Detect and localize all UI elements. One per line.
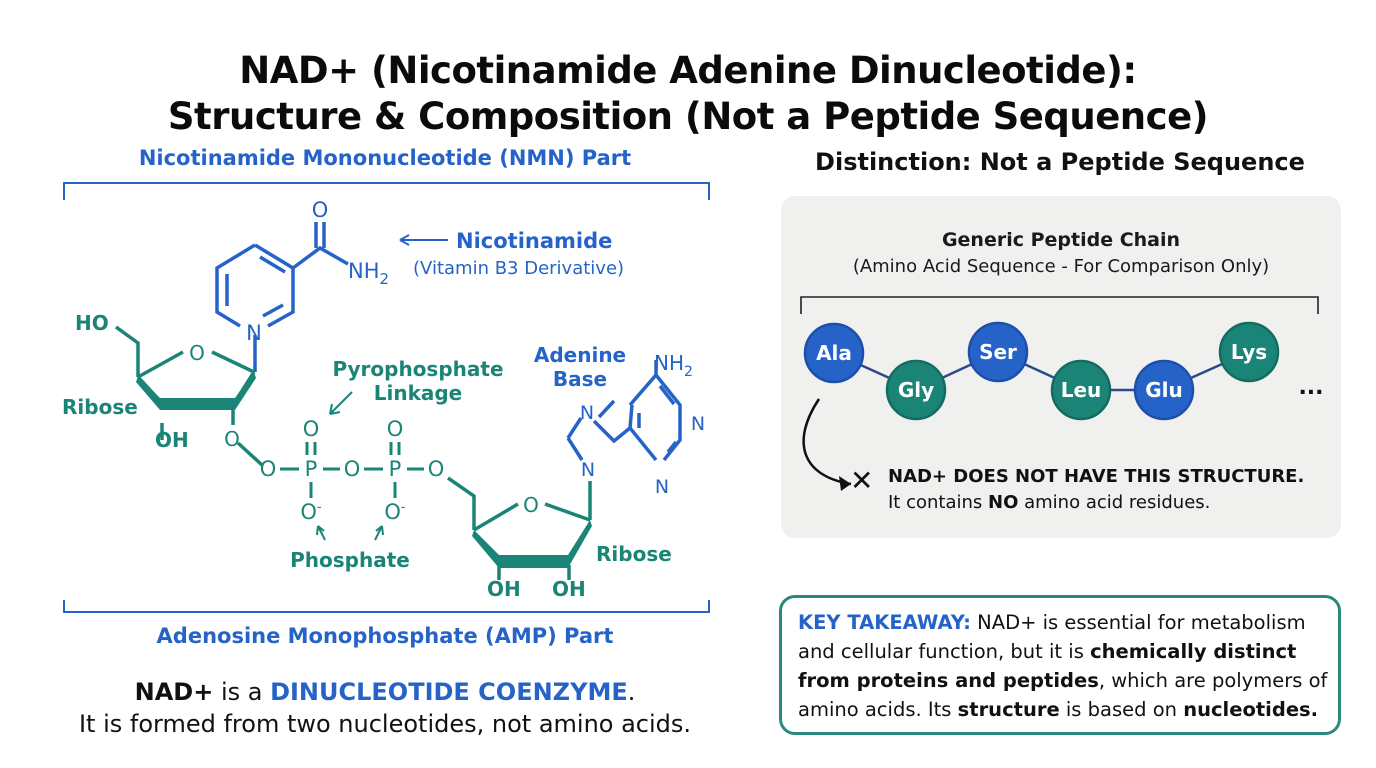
adenine-n1: N <box>691 413 705 435</box>
ribose-right-label: Ribose <box>596 542 672 566</box>
peptide-chain-title: Generic Peptide Chain <box>941 229 1181 251</box>
distinction-title: Distinction: Not a Peptide Sequence <box>815 148 1305 176</box>
oh-right-1: OH <box>487 577 521 601</box>
key-takeaway-box <box>779 595 1341 735</box>
bridge-o-1: O <box>260 457 277 481</box>
summary-text: NAD+ is a DINUCLEOTIDE COENZYME. It is f… <box>20 676 750 740</box>
peptide-bracket <box>800 296 1319 314</box>
phosphate-label: Phosphate <box>290 548 410 572</box>
key-takeaway-text: KEY TAKEAWAY: NAD+ is essential for meta… <box>798 611 1328 721</box>
curved-arrow <box>802 398 852 486</box>
ribose-right-ring-o: O <box>523 493 539 517</box>
peptide-chain-subtitle: (Amino Acid Sequence - For Comparison On… <box>852 256 1270 277</box>
residue-circle <box>1133 359 1195 421</box>
residue-leu: Leu <box>1050 359 1112 421</box>
summary-nad: NAD+ <box>134 678 214 706</box>
phosphate-arrows <box>317 525 383 541</box>
chain-ellipsis: ... <box>1298 375 1323 400</box>
phosphate-1-o-minus: O- <box>300 500 322 524</box>
nmn-bracket <box>63 182 710 200</box>
adenine-n9: N <box>581 459 595 481</box>
phosphorus-2: P <box>389 457 402 481</box>
adenine-nh2: NH2 <box>654 351 693 380</box>
ho-label: HO <box>75 311 109 335</box>
amp-part-label: Adenosine Monophosphate (AMP) Part <box>156 624 614 648</box>
residue-ala: Ala <box>803 322 865 384</box>
adenine-label-1: Adenine <box>534 343 626 367</box>
residue-lys: Lys <box>1218 321 1280 383</box>
title-line-1: NAD+ (Nicotinamide Adenine Dinucleotide)… <box>239 49 1137 92</box>
oh-right-2: OH <box>552 577 586 601</box>
bridge-o-3: O <box>428 457 445 481</box>
ribose-left-ring-o: O <box>189 341 205 365</box>
summary-highlight: DINUCLEOTIDE COENZYME <box>270 678 628 706</box>
pyrophosphate-label-1: Pyrophosphate <box>332 357 503 381</box>
x-mark-icon: ✕ <box>850 464 874 497</box>
nmn-part-label: Nicotinamide Mononucleotide (NMN) Part <box>138 146 632 170</box>
pyridine-ring <box>215 222 349 372</box>
amp-bracket <box>63 600 710 613</box>
residue-circle <box>885 359 947 421</box>
phosphorus-1: P <box>305 457 318 481</box>
residue-circle <box>1050 359 1112 421</box>
pyrophosphate-arrow <box>329 391 353 415</box>
ribose-right-bold-edge <box>499 555 568 568</box>
nad-structure-diagram: O NH2 N Nicotinamide (Vitamin B3 Derivat… <box>62 182 710 613</box>
adenine-label-2: Base <box>553 367 607 391</box>
pyrophosphate-label-2: Linkage <box>374 381 463 405</box>
ribose-left-o: O <box>224 427 240 451</box>
title-line-2: Structure & Composition (Not a Peptide S… <box>167 95 1209 138</box>
residue-label: Glu <box>1145 378 1183 402</box>
amide-nh2: NH2 <box>348 259 389 288</box>
ribose-left-bold-edge <box>160 398 235 410</box>
bridge-o-2: O <box>344 457 361 481</box>
vitamin-b3-label: (Vitamin B3 Derivative) <box>413 258 624 279</box>
residue-label: Ala <box>816 341 852 365</box>
adenine-n7: N <box>580 402 594 424</box>
not-structure-heading: NAD+ DOES NOT HAVE THIS STRUCTURE. <box>888 466 1305 487</box>
residue-circle <box>1218 321 1280 383</box>
curved-arrow-head <box>839 476 851 491</box>
phosphate-2-o-minus: O- <box>384 500 406 524</box>
residue-label: Lys <box>1231 340 1267 364</box>
residue-label: Leu <box>1061 378 1102 402</box>
ribose-right <box>447 476 592 580</box>
phosphate-1-o: O <box>303 417 320 441</box>
phosphate-2-o: O <box>387 417 404 441</box>
phosphate-bonds <box>280 442 424 498</box>
oh-left-label: OH <box>155 428 189 452</box>
residue-gly: Gly <box>885 359 947 421</box>
summary-line-2: It is formed from two nucleotides, not a… <box>78 710 692 738</box>
summary-line-1: NAD+ is a DINUCLEOTIDE COENZYME. <box>134 678 636 706</box>
residue-circle <box>967 321 1029 383</box>
nicotinamide-label: Nicotinamide <box>456 229 612 253</box>
residue-glu: Glu <box>1133 359 1195 421</box>
ribose-left-label: Ribose <box>62 395 138 419</box>
page-title: NAD+ (Nicotinamide Adenine Dinucleotide)… <box>0 48 1376 140</box>
pyridine-n: N <box>246 321 262 345</box>
no-amino-acid-text: It contains NO amino acid residues. <box>888 492 1211 513</box>
key-takeaway-label: KEY TAKEAWAY: <box>798 611 971 634</box>
residue-ser: Ser <box>967 321 1029 383</box>
residue-label: Gly <box>898 378 934 402</box>
residue-circle <box>803 322 865 384</box>
adenine-ring <box>566 360 682 462</box>
adenine-n3: N <box>655 476 669 498</box>
residue-label: Ser <box>979 340 1017 364</box>
carbonyl-o: O <box>312 198 329 222</box>
